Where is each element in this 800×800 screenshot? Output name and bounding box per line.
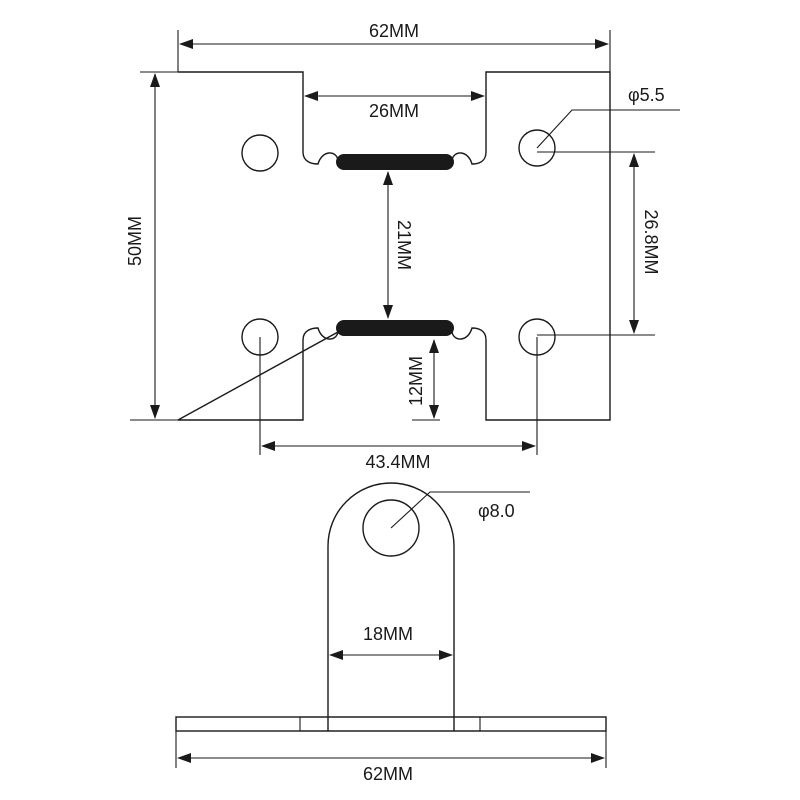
loop-tab (327, 482, 455, 731)
loop-hole-label: φ8.0 (478, 501, 515, 521)
dim-hole-vspacing-label: 26.8MM (641, 209, 661, 274)
dim-slot-width-label: 26MM (369, 101, 419, 121)
dim-height-label: 50MM (125, 216, 145, 266)
hole-top-left (241, 134, 279, 172)
base-plate (175, 716, 607, 732)
loop-hole (362, 499, 420, 557)
dim-top-width-label: 62MM (369, 21, 419, 41)
dim-loop-width-label: 18MM (363, 624, 413, 644)
dim-bar-spacing-label: 21MM (394, 220, 414, 270)
weld-pad (299, 716, 481, 732)
top-pin-bar (336, 154, 454, 170)
hole-diameter-leader (536, 109, 680, 149)
dim-slot-depth-label: 12MM (406, 356, 426, 406)
side-view: φ8.0 18MM 62MM (175, 482, 607, 784)
plate-outline (177, 71, 611, 421)
bottom-pin-bar (336, 320, 454, 336)
dim-hole-hspacing-label: 43.4MM (365, 452, 430, 472)
loop-hole-leader (390, 491, 530, 529)
hole-diameter-label: φ5.5 (628, 85, 665, 105)
hole-top-right (518, 129, 556, 167)
dim-bottom-width-label: 62MM (363, 764, 413, 784)
top-view: 62MM 26MM φ5.5 50MM 21MM 26.8MM 12MM 43.… (125, 21, 680, 472)
